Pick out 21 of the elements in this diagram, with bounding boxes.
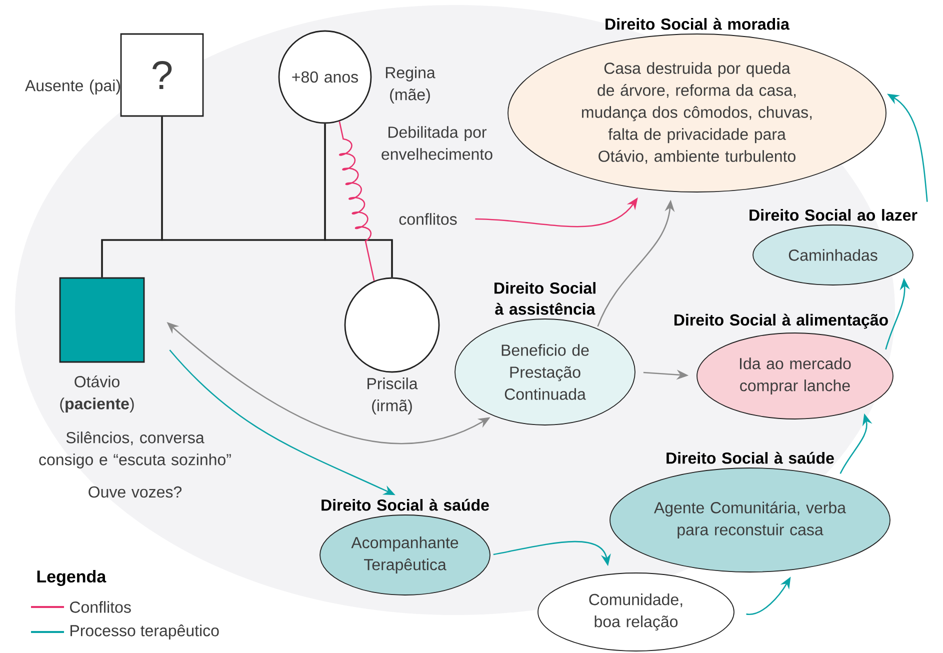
heading: Direito Social à moradia [606, 18, 790, 30]
legend-text: Conflitos [70, 601, 131, 613]
person-label: Debilitada por envelhecimento [382, 126, 492, 160]
legend-text: Processo terapêutico [70, 624, 219, 640]
connector-line [324, 124, 393, 278]
heading: Direito Social à saúde [322, 498, 489, 511]
edge-text: conflitos [399, 213, 457, 225]
heading: Direito Social ao lazer [750, 209, 918, 221]
heading: Direito Social à assistência [494, 282, 596, 315]
person-label: Regina (mãe) [386, 66, 436, 104]
person-label: Ouve vozes? [88, 486, 182, 498]
legend-title: Legenda [37, 570, 106, 586]
person-square: ? [120, 33, 204, 117]
heading: Direito Social à alimentação [674, 314, 888, 329]
heading: Direito Social à saúde [666, 452, 834, 464]
person-label: Otávio (paciente) [60, 375, 134, 413]
person-label: Silêncios, conversa consigo e “escuta sozinho” [39, 432, 231, 468]
connector-line [338, 121, 375, 281]
node-label: Comunidade, boa relação [589, 594, 682, 630]
person-label: Ausente (pai) [25, 80, 120, 94]
person-label: Priscila (irmã) [368, 378, 418, 414]
